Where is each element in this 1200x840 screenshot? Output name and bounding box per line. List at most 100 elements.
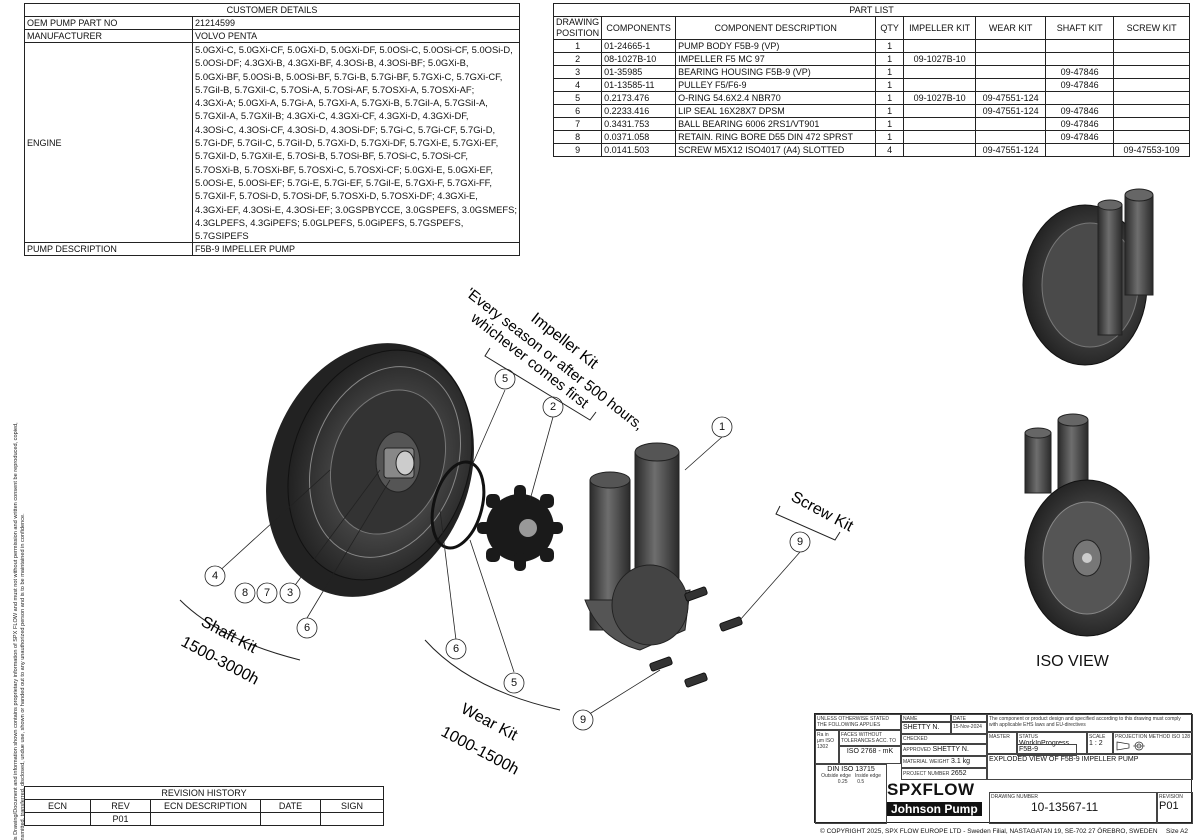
engine-line: 5.7GXiI-F, 5.7OSi-D, 5.7OSi-DF, 5.7OSXi-… [195,190,478,202]
scale-label: SCALE [1089,734,1106,740]
drawn-date: 15-Nov-2024 [953,724,982,730]
cell: 9 [552,143,603,157]
engine-line: 5.7Gi-DF, 5.7GiI-C, 5.7GiI-D, 5.7GXi-D, … [195,137,499,149]
engine-line: 5.7GXiI-A, 5.7GXiI-B; 4.3GXi-C, 4.3GXi-C… [195,110,469,122]
revision-history-title: REVISION HISTORY [24,786,384,800]
logo-sub: Johnson Pump [887,802,982,816]
iso-view-bottom [1024,413,1150,637]
balloon-6-left [296,617,318,639]
status: WorkInProgress [1019,740,1070,747]
cell [320,812,384,826]
approved-by: SHETTY N. [932,746,969,753]
engine-line: 5.7GiI-B, 5.7GXiI-C, 5.7OSi-A, 5.7OSi-AF… [195,83,475,95]
edge-val-2: 0.5 [857,779,865,785]
iso-view-top [1022,188,1154,366]
col-rev: REV [90,799,151,813]
engine-label: ENGINE [24,41,193,244]
balloon-1 [711,416,733,438]
projection-label: PROJECTION METHOD ISO 128 [1115,734,1191,740]
iso-2768: ISO 2768 - mK [839,746,901,764]
engine-line: 4.3GLPEFS, 4.3GiPEFS; 5.0GLPEFS, 5.0GiPE… [195,216,464,242]
cell: P01 [90,812,151,826]
part-list-table: PART LIST DRAWING POSITION COMPONENTS CO… [552,3,1190,157]
logo-main: SPXFLOW [887,780,975,799]
spxflow-logo: SPXFLOW Johnson Pump [887,780,989,824]
balloon-9-bottom [572,709,594,731]
balloon-6-mid [445,638,467,660]
cell [24,812,91,826]
balloon-7-num: 7 [264,587,270,599]
approved-label: APPROVED [903,747,931,753]
drawing-number: 10-13567-11 [1031,800,1099,814]
screw-kit-title: Screw Kit [788,489,856,536]
cell: 09-47551-124 [975,143,1047,157]
revision-history-table: REVISION HISTORY ECN REV ECN DESCRIPTION… [24,786,384,826]
scale: 1 : 2 [1089,740,1103,747]
o-ring [430,460,486,550]
engine-line: 4.3OSi-C, 4.3OSi-CF, 4.3OSi-D, 4.3OSi-DF… [195,123,496,135]
balloon-6b-num: 6 [453,643,459,655]
col-components: COMPONENTS [601,16,677,40]
col-description: COMPONENT DESCRIPTION [675,16,877,40]
engine-line: 4.3GXi-A; 5.0GXi-A, 5.7Gi-A, 5.7GXi-A, 5… [195,97,488,109]
drawing-title: EXPLODED VIEW OF F5B-9 IMPELLER PUMP [989,756,1139,763]
balloon-3 [279,582,301,604]
cell [150,812,261,826]
revision-row: P01 [24,812,384,826]
balloon-5-num: 5 [502,373,508,385]
edge-spec: DIN ISO 13715 Outside edge Inside edge 0… [815,764,887,824]
din-iso: DIN ISO 13715 [827,766,875,773]
balloon-4 [204,565,226,587]
col-qty: QTY [875,16,905,40]
outside-edge: Outside edge [821,773,851,779]
col-ecn: ECN [24,799,91,813]
faces-label: FACES WITHOUT TOLERANCES ACC. TO [839,730,901,746]
edge-val-1: 0.25 [837,779,848,785]
iso-view-label: ISO VIEW [1036,653,1109,670]
copyright-notice: © COPYRIGHT 2025, SPX FLOW EUROPE LTD - … [820,828,1158,835]
material-label: MATERIAL [903,759,928,765]
engine-line: 5.7GXiI-D, 5.7GXiI-E, 5.7OSi-B, 5.7OSi-B… [195,150,468,162]
pulley-assembly [266,343,474,597]
balloon-9-num: 9 [797,536,803,548]
engine-line: 5.0GXi-BF, 5.0OSi-B, 5.0OSi-BF, 5.7Gi-B,… [195,70,503,82]
engine-list: 5.0GXi-C, 5.0GXi-CF, 5.0GXi-D, 5.0GXi-DF… [192,41,520,244]
balloon-9-right [789,531,811,553]
col-ecn-description: ECN DESCRIPTION [150,799,261,813]
drawn-by: SHETTY N. [903,724,940,731]
kit-brackets [179,347,841,711]
status-label: STATUS [1019,734,1038,740]
screws [649,586,743,688]
col-shaft-kit: SHAFT KIT [1045,16,1115,40]
master: F5B-9 [1019,746,1039,753]
cell [1045,143,1115,157]
engine-line: 4.3GXi-EF, 4.3OSi-E, 4.3OSi-EF; 3.0GSPBY… [195,203,517,215]
engine-line: 5.0OSi-E, 5.0OSi-EF; 5.7Gi-E, 5.7Gi-EF, … [195,176,492,188]
col-date: DATE [260,799,321,813]
compliance-note: The component or product design and spec… [989,716,1181,728]
weight: 3.1 kg [950,758,971,765]
balloon-8-num: 8 [242,587,248,599]
project-number: 2652 [950,770,967,777]
ra-label: Ra in µm ISO 1302 [815,730,839,764]
checked-label: CHECKED [903,736,928,742]
master-label: MASTER [989,734,1010,740]
col-sign: SIGN [320,799,384,813]
balloon-3-num: 3 [287,587,293,599]
balloon-9b-num: 9 [580,714,586,726]
leader-lines [214,389,801,719]
projection-symbol-icon [1116,741,1145,751]
col-drawing-position: DRAWING POSITION [552,16,603,40]
cell [260,812,321,826]
balloon-5b-num: 5 [511,677,517,689]
inside-edge: Inside edge [855,773,881,779]
balloon-5-bottom [503,672,525,694]
sheet-size: Size A2 [1166,828,1189,835]
revision-value: P01 [1159,800,1179,812]
